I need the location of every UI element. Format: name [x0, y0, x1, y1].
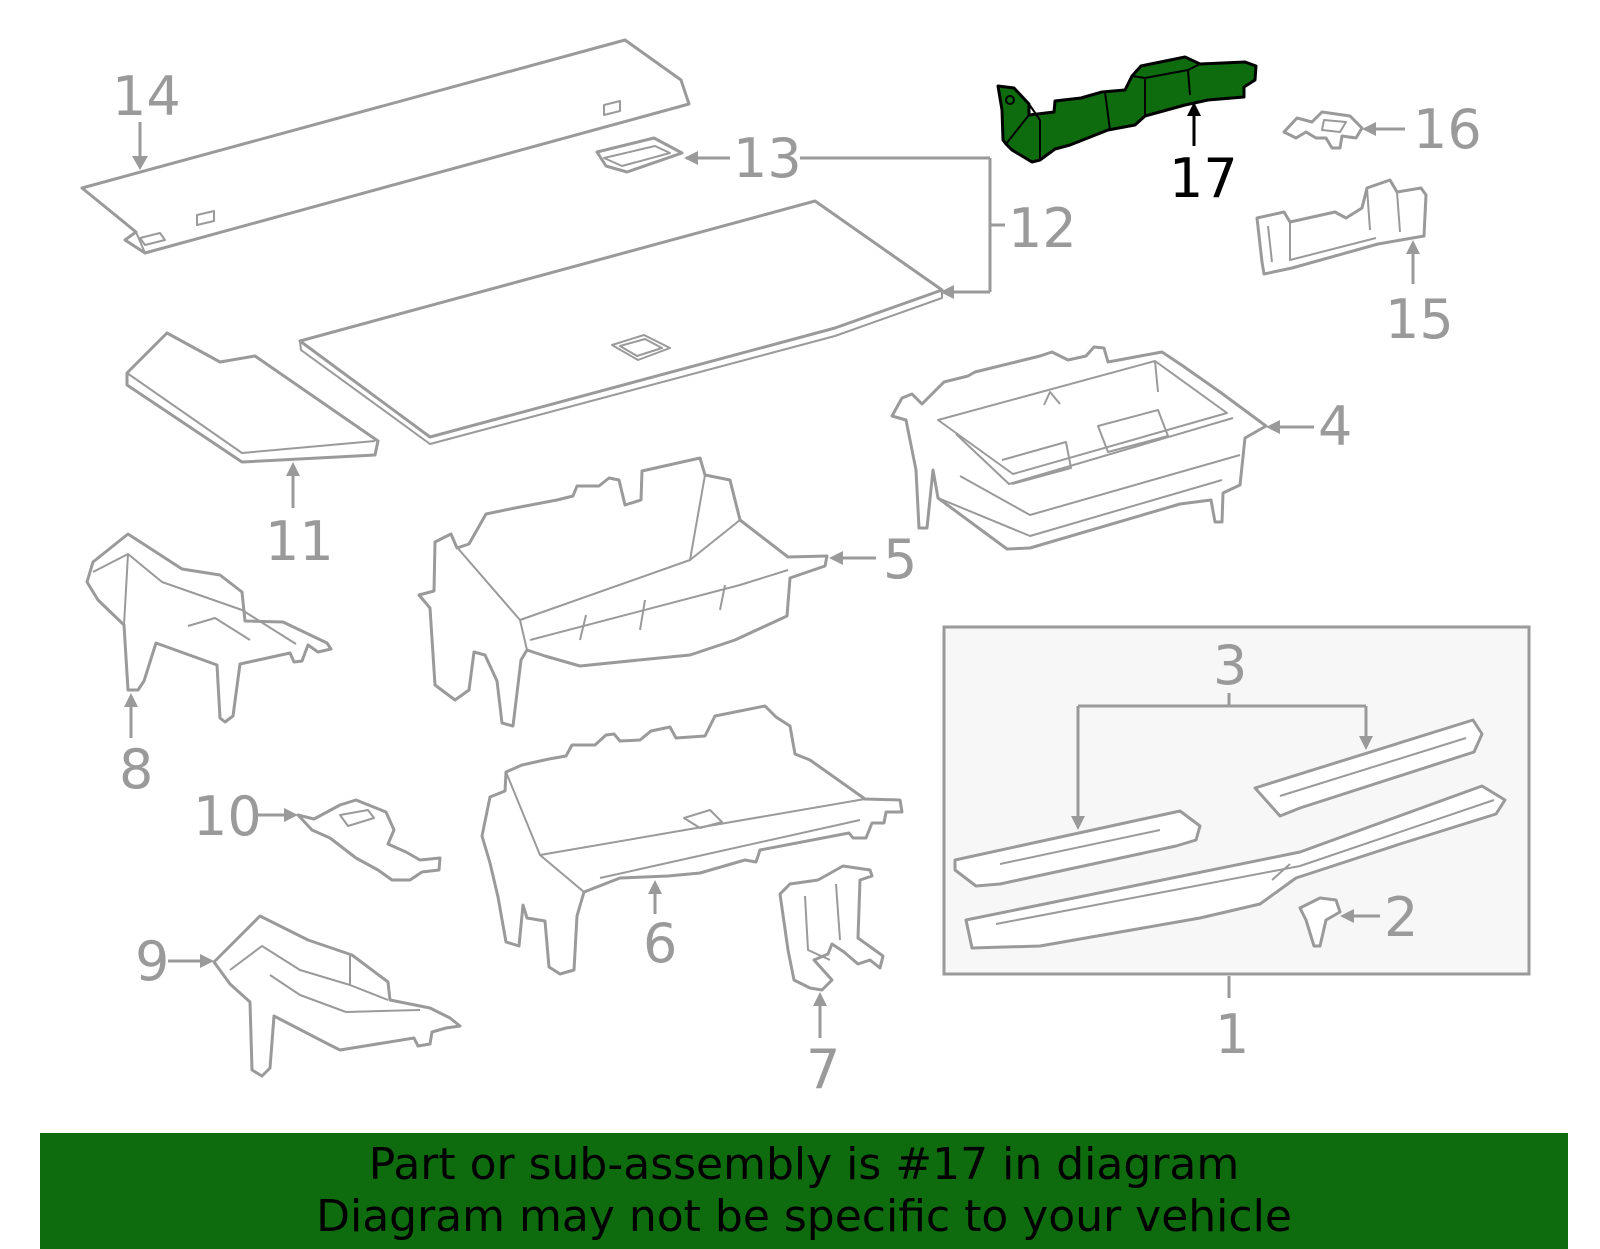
info-banner: Part or sub-assembly is #17 in diagram D… — [40, 1133, 1568, 1249]
part-13-lid — [595, 136, 684, 174]
part-7-bracket — [778, 864, 885, 992]
callout-5-label: 5 — [883, 528, 917, 591]
callout-12: 12 — [940, 158, 1077, 299]
callout-12-label: 12 — [1008, 197, 1077, 260]
callout-10: 10 — [193, 785, 298, 848]
callout-3-label: 3 — [1213, 634, 1247, 697]
callout-2: 2 — [1340, 886, 1418, 949]
callout-14: 14 — [112, 65, 181, 170]
callout-1-label: 1 — [1215, 1003, 1249, 1066]
callout-6-label: 6 — [643, 912, 677, 975]
callout-15: 15 — [1385, 240, 1454, 351]
callout-17-label: 17 — [1169, 147, 1238, 210]
part-4-storage-tray — [890, 345, 1268, 551]
part-17-bracket-highlighted — [996, 55, 1258, 164]
callout-11-label: 11 — [265, 510, 334, 573]
part-16-clip — [1282, 110, 1364, 150]
part-9-support — [212, 914, 462, 1078]
part-14-cover-panel — [80, 38, 691, 255]
callout-4: 4 — [1266, 395, 1352, 458]
callout-8-label: 8 — [119, 738, 153, 801]
callout-16: 16 — [1362, 98, 1482, 161]
part-10-bracket — [296, 798, 442, 882]
part-8-support — [85, 532, 333, 724]
callout-6: 6 — [643, 880, 677, 975]
callout-1: 1 — [1215, 976, 1249, 1066]
callout-11: 11 — [265, 462, 334, 573]
callout-9: 9 — [135, 930, 214, 993]
callout-3: 3 — [1071, 634, 1373, 830]
callout-15-label: 15 — [1385, 288, 1454, 351]
part-15-bracket — [1255, 178, 1428, 276]
callout-14-label: 14 — [112, 65, 181, 128]
deck-board — [298, 199, 944, 445]
callout-2-label: 2 — [1384, 886, 1418, 949]
callout-8: 8 — [119, 693, 153, 801]
callout-5: 5 — [829, 528, 917, 591]
callout-17: 17 — [1169, 102, 1238, 210]
inset-box-part-1 — [942, 625, 1531, 976]
callout-7-label: 7 — [806, 1038, 840, 1101]
callout-7: 7 — [806, 992, 840, 1101]
callout-10-label: 10 — [193, 785, 262, 848]
callout-4-label: 4 — [1318, 395, 1352, 458]
callout-13-label: 13 — [733, 127, 802, 190]
callout-16-label: 16 — [1413, 98, 1482, 161]
callout-13: 13 — [684, 127, 990, 190]
part-11-side-panel — [125, 331, 380, 464]
banner-line-1: Part or sub-assembly is #17 in diagram — [368, 1139, 1240, 1190]
banner-line-2: Diagram may not be specific to your vehi… — [316, 1191, 1292, 1242]
part-5-storage-box — [417, 456, 829, 728]
part-6-main-tub — [480, 704, 904, 976]
banner-background — [40, 1133, 1568, 1249]
callout-9-label: 9 — [135, 930, 169, 993]
